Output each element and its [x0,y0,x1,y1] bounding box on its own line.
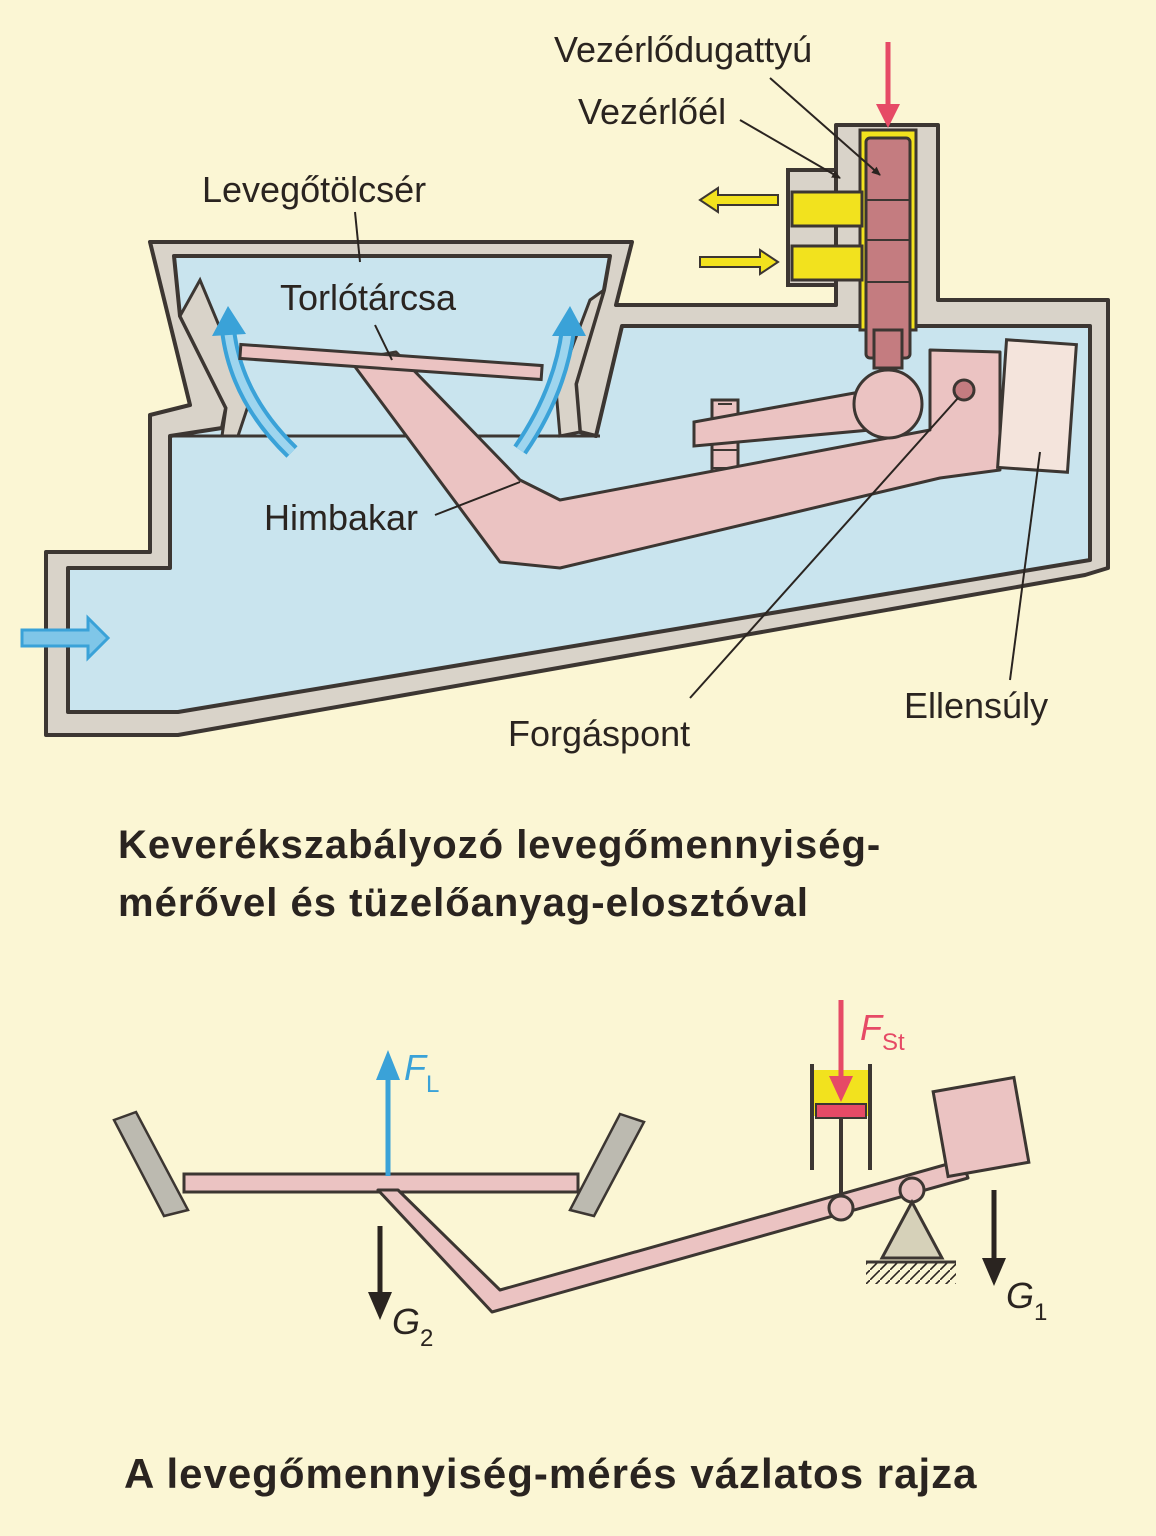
ground-hatch [866,1262,956,1284]
funnel-wall-left [112,1110,190,1218]
fuel-channel-upper [790,190,864,228]
schematic-counterweight [931,1075,1031,1179]
air-inlet-arrow [20,614,111,662]
force-fl-arrow [376,1050,400,1176]
pivot-joint [898,1176,926,1204]
symbol-g2: G2 [392,1301,433,1352]
symbol-fst: FSt [860,1007,905,1056]
symbol-g1: G1 [1006,1275,1047,1326]
caption-1-line-1: Keverékszabályozó levegőmennyiség- [118,823,881,867]
mixture-regulator-diagram: Vezérlődugattyú Vezérlőél Levegőtölcsér … [20,29,1110,925]
rocker-arm [348,348,1002,570]
caption-2: A levegőmennyiség-mérés vázlatos rajza [124,1450,977,1497]
label-baffle-plate: Torlótárcsa [280,277,457,318]
piston-joint [827,1194,855,1222]
piston-force-arrow [876,42,900,128]
force-g2-arrow [368,1226,392,1320]
pivot-point [952,378,976,402]
force-fst-arrow [829,1000,853,1102]
funnel-wall-right [568,1112,646,1218]
caption-1-line-2: mérővel és tüzelőanyag-elosztóval [118,881,809,925]
leader-lines [354,77,1041,699]
air-flow-arrow-left [212,306,298,458]
control-piston [864,136,912,360]
counterweight [996,338,1078,474]
pivot-support [879,1198,945,1260]
symbol-fl: FL [404,1047,439,1098]
fuel-in-arrow [699,248,780,276]
baffle-plate [238,342,544,382]
label-counterweight: Ellensúly [904,685,1048,726]
label-control-piston: Vezérlődugattyú [554,29,812,70]
label-pivot: Forgáspont [508,713,690,754]
roller [852,368,924,440]
fuel-out-arrow [698,186,779,214]
label-rocker-arm: Himbakar [264,497,418,538]
air-measurement-schematic: FL FSt G2 G1 A levegőmennyiség-mérés váz… [112,1000,1047,1497]
label-air-funnel: Levegőtölcsér [202,169,426,210]
force-g1-arrow [982,1190,1006,1286]
label-control-edge: Vezérlőél [578,91,726,132]
air-flow-arrow-right [513,306,586,455]
fuel-channel-lower [790,244,864,282]
